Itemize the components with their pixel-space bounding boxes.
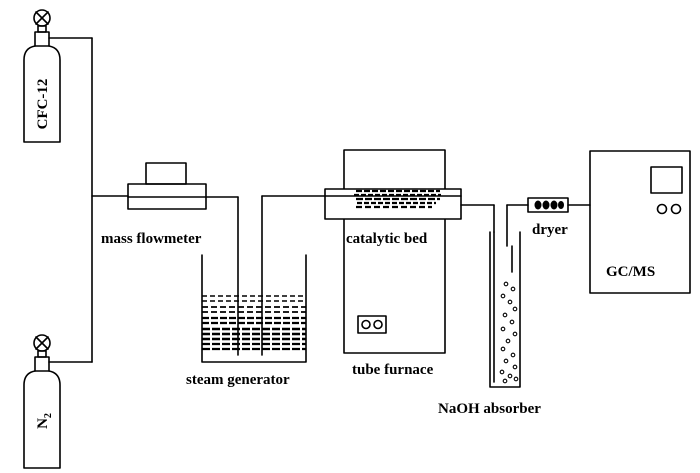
n2-cylinder: [23, 334, 93, 469]
tube-furnace: [343, 149, 446, 354]
gc-ms-screen: [650, 166, 683, 194]
cfc12-cylinder: [23, 9, 93, 143]
dryer: [527, 197, 591, 213]
n2-label: N2: [35, 413, 54, 429]
mass-flowmeter-label: mass flowmeter: [101, 231, 202, 247]
mass-flowmeter: [127, 162, 239, 356]
furnace-control-knobs: [357, 315, 387, 334]
absorber-feed-line: [460, 204, 529, 247]
gc-ms-knob-icon: [656, 203, 668, 215]
dryer-label: dryer: [532, 222, 568, 238]
naoh-absorber: [489, 231, 521, 388]
steam-generator-label: steam generator: [186, 372, 290, 388]
catalyst-pellets: [354, 189, 441, 209]
cfc12-label: CFC-12: [35, 79, 51, 130]
steam-generator-water: [202, 295, 306, 351]
gc-ms-instrument: [589, 150, 691, 294]
steam-generator: [201, 195, 326, 363]
absorber-bubbles: [499, 281, 519, 384]
gc-ms-knob-icon: [670, 203, 682, 215]
dryer-desiccant: [534, 200, 564, 210]
gc-ms-label: GC/MS: [606, 264, 655, 280]
tube-furnace-label: tube furnace: [352, 362, 434, 378]
catalytic-bed-label: catalytic bed: [346, 231, 428, 247]
naoh-absorber-label: NaOH absorber: [438, 401, 541, 417]
